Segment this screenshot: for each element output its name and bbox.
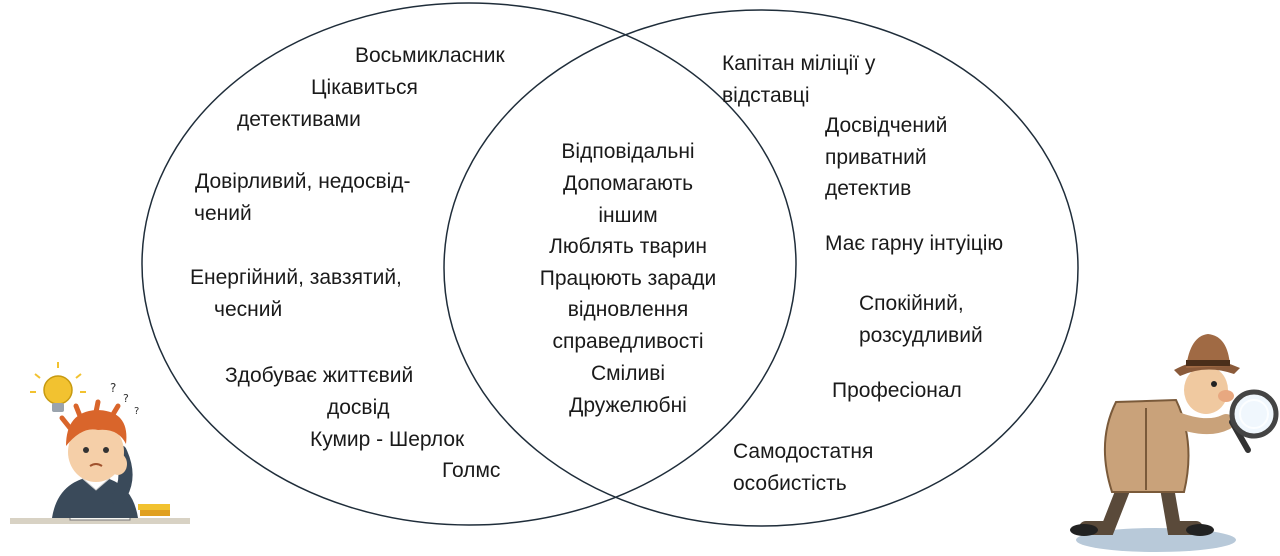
left-label-energetic: Енергійний, завзятий, xyxy=(190,266,402,289)
right-label-professional: Професіонал xyxy=(832,379,962,402)
intersection-label-brave: Сміливі xyxy=(590,362,666,385)
left-label-trusting: Довірливий, недосвід- xyxy=(195,170,411,193)
right-label-selfsufficient: Самодостатня xyxy=(733,440,874,463)
left-label-idol-cont: Голмс xyxy=(442,459,501,482)
right-label-intuition: Має гарну інтуіцію xyxy=(825,232,1004,255)
left-label-trusting-cont: чений xyxy=(194,202,252,225)
intersection-label-animals: Люблять тварин xyxy=(549,235,707,258)
intersection-label-friendly: Дружелюбні xyxy=(569,394,687,417)
intersection-label-others: іншим xyxy=(598,204,658,227)
right-label-captain: Капітан міліції у xyxy=(722,52,876,75)
right-label-experienced: Досвідчений xyxy=(825,114,948,137)
intersection-label-work: Працюють заради xyxy=(539,267,717,290)
right-label-reasonable: розсудливий xyxy=(859,324,983,347)
right-label-calm: Спокійний, xyxy=(859,292,964,315)
left-circle xyxy=(141,2,797,526)
right-label-retired: відставці xyxy=(722,84,810,107)
intersection-label-justice: справедливості xyxy=(552,330,704,353)
right-label-detective: детектив xyxy=(825,177,912,200)
intersection-label-responsible: Відповідальні xyxy=(561,140,695,163)
right-label-private: приватний xyxy=(825,146,927,169)
intersection-label-restore: відновлення xyxy=(567,298,689,321)
svg-text:?: ? xyxy=(123,392,129,405)
right-label-personality: особистість xyxy=(733,472,847,495)
detective-magnifier-icon xyxy=(1070,334,1279,552)
intersection-label-help: Допомагають xyxy=(562,172,694,195)
left-label-grade: Восьмикласник xyxy=(355,44,505,67)
left-label-interested: Цікавиться xyxy=(311,76,418,99)
left-label-detectives: детективами xyxy=(237,108,361,131)
svg-text:?: ? xyxy=(134,406,139,417)
svg-text:?: ? xyxy=(110,381,116,395)
left-label-honest: чесний xyxy=(214,298,283,321)
thinking-boy-icon: ? ? ? xyxy=(10,362,190,524)
left-label-experience-cont: досвід xyxy=(327,396,390,419)
left-label-idol: Кумир - Шерлок xyxy=(310,428,465,451)
left-label-experience: Здобуває життєвий xyxy=(225,364,414,387)
right-circle xyxy=(443,9,1079,527)
